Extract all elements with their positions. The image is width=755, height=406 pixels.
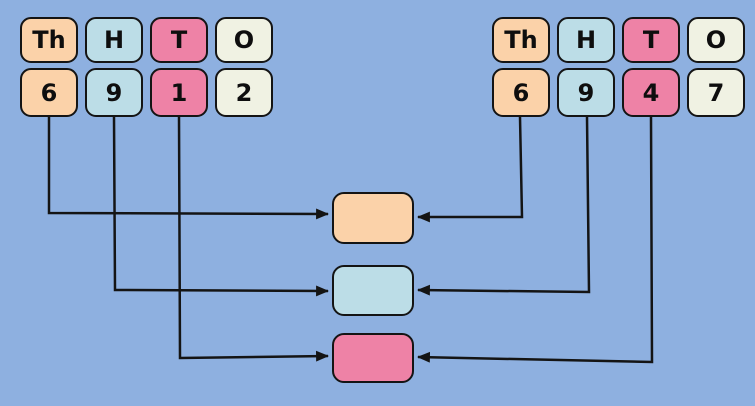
arrow-right-tens xyxy=(416,116,654,364)
arrow-right-hundreds xyxy=(416,116,591,296)
left-header-thousands: Th xyxy=(20,17,78,63)
right-header-thousands: Th xyxy=(492,17,550,63)
left-digit-tens: 1 xyxy=(150,68,208,117)
right-number-place-table: Th H T O 6 9 4 7 xyxy=(492,17,745,117)
left-number-place-table: Th H T O 6 9 1 2 xyxy=(20,17,273,117)
left-header-tens: T xyxy=(150,17,208,63)
arrow-left-tens xyxy=(177,116,330,362)
left-header-ones: O xyxy=(215,17,273,63)
right-header-tens: T xyxy=(622,17,680,63)
right-digit-ones: 7 xyxy=(687,68,745,117)
right-header-hundreds: H xyxy=(557,17,615,63)
left-digit-ones: 2 xyxy=(215,68,273,117)
arrow-right-thousands xyxy=(416,116,524,223)
right-digit-tens: 4 xyxy=(622,68,680,117)
left-digit-hundreds: 9 xyxy=(85,68,143,117)
left-header-hundreds: H xyxy=(85,17,143,63)
right-digit-thousands: 6 xyxy=(492,68,550,117)
right-header-ones: O xyxy=(687,17,745,63)
compare-box-hundreds xyxy=(332,265,414,316)
compare-box-tens xyxy=(332,333,414,383)
arrow-left-hundreds xyxy=(112,116,330,297)
right-digit-hundreds: 9 xyxy=(557,68,615,117)
left-digit-thousands: 6 xyxy=(20,68,78,117)
arrow-left-thousands xyxy=(47,117,330,220)
compare-box-thousands xyxy=(332,192,414,244)
